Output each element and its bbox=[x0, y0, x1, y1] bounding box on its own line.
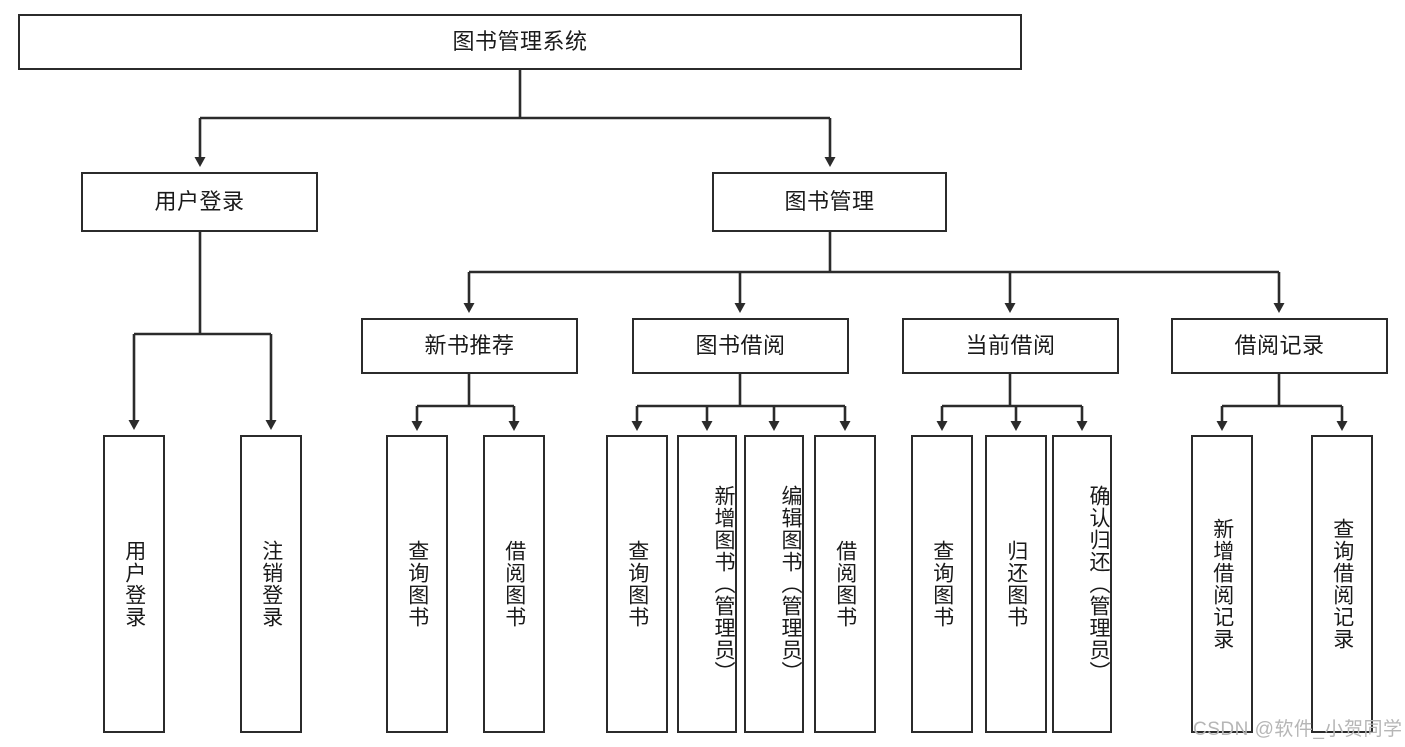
node-leaf-rec-borrow-book[interactable]: 借阅图书 bbox=[483, 435, 545, 733]
node-new-book-rec[interactable]: 新书推荐 bbox=[361, 318, 578, 374]
node-leaf-cur-return-book[interactable]: 归还图书 bbox=[985, 435, 1047, 733]
node-leaf-brw-edit-book[interactable]: 编辑图书（管理员） bbox=[744, 435, 804, 733]
node-leaf-brw-add-book[interactable]: 新增图书（管理员） bbox=[677, 435, 737, 733]
node-leaf-rec-query-book[interactable]: 查询图书 bbox=[386, 435, 448, 733]
node-leaf-brw-borrow-book[interactable]: 借阅图书 bbox=[814, 435, 876, 733]
node-current-borrow[interactable]: 当前借阅 bbox=[902, 318, 1119, 374]
node-leaf-rec-query-record[interactable]: 查询借阅记录 bbox=[1311, 435, 1373, 733]
node-leaf-brw-query-book[interactable]: 查询图书 bbox=[606, 435, 668, 733]
node-root[interactable]: 图书管理系统 bbox=[18, 14, 1022, 70]
node-leaf-cur-confirm-return[interactable]: 确认归还（管理员） bbox=[1052, 435, 1112, 733]
node-leaf-rec-add-record[interactable]: 新增借阅记录 bbox=[1191, 435, 1253, 733]
node-book-borrow[interactable]: 图书借阅 bbox=[632, 318, 849, 374]
watermark-text: CSDN @软件_小贺同学 bbox=[1193, 719, 1403, 740]
node-leaf-user-login[interactable]: 用户登录 bbox=[103, 435, 165, 733]
node-user-login[interactable]: 用户登录 bbox=[81, 172, 318, 232]
node-borrow-record[interactable]: 借阅记录 bbox=[1171, 318, 1388, 374]
node-leaf-user-logout[interactable]: 注销登录 bbox=[240, 435, 302, 733]
node-leaf-cur-query-book[interactable]: 查询图书 bbox=[911, 435, 973, 733]
node-book-manage[interactable]: 图书管理 bbox=[712, 172, 947, 232]
